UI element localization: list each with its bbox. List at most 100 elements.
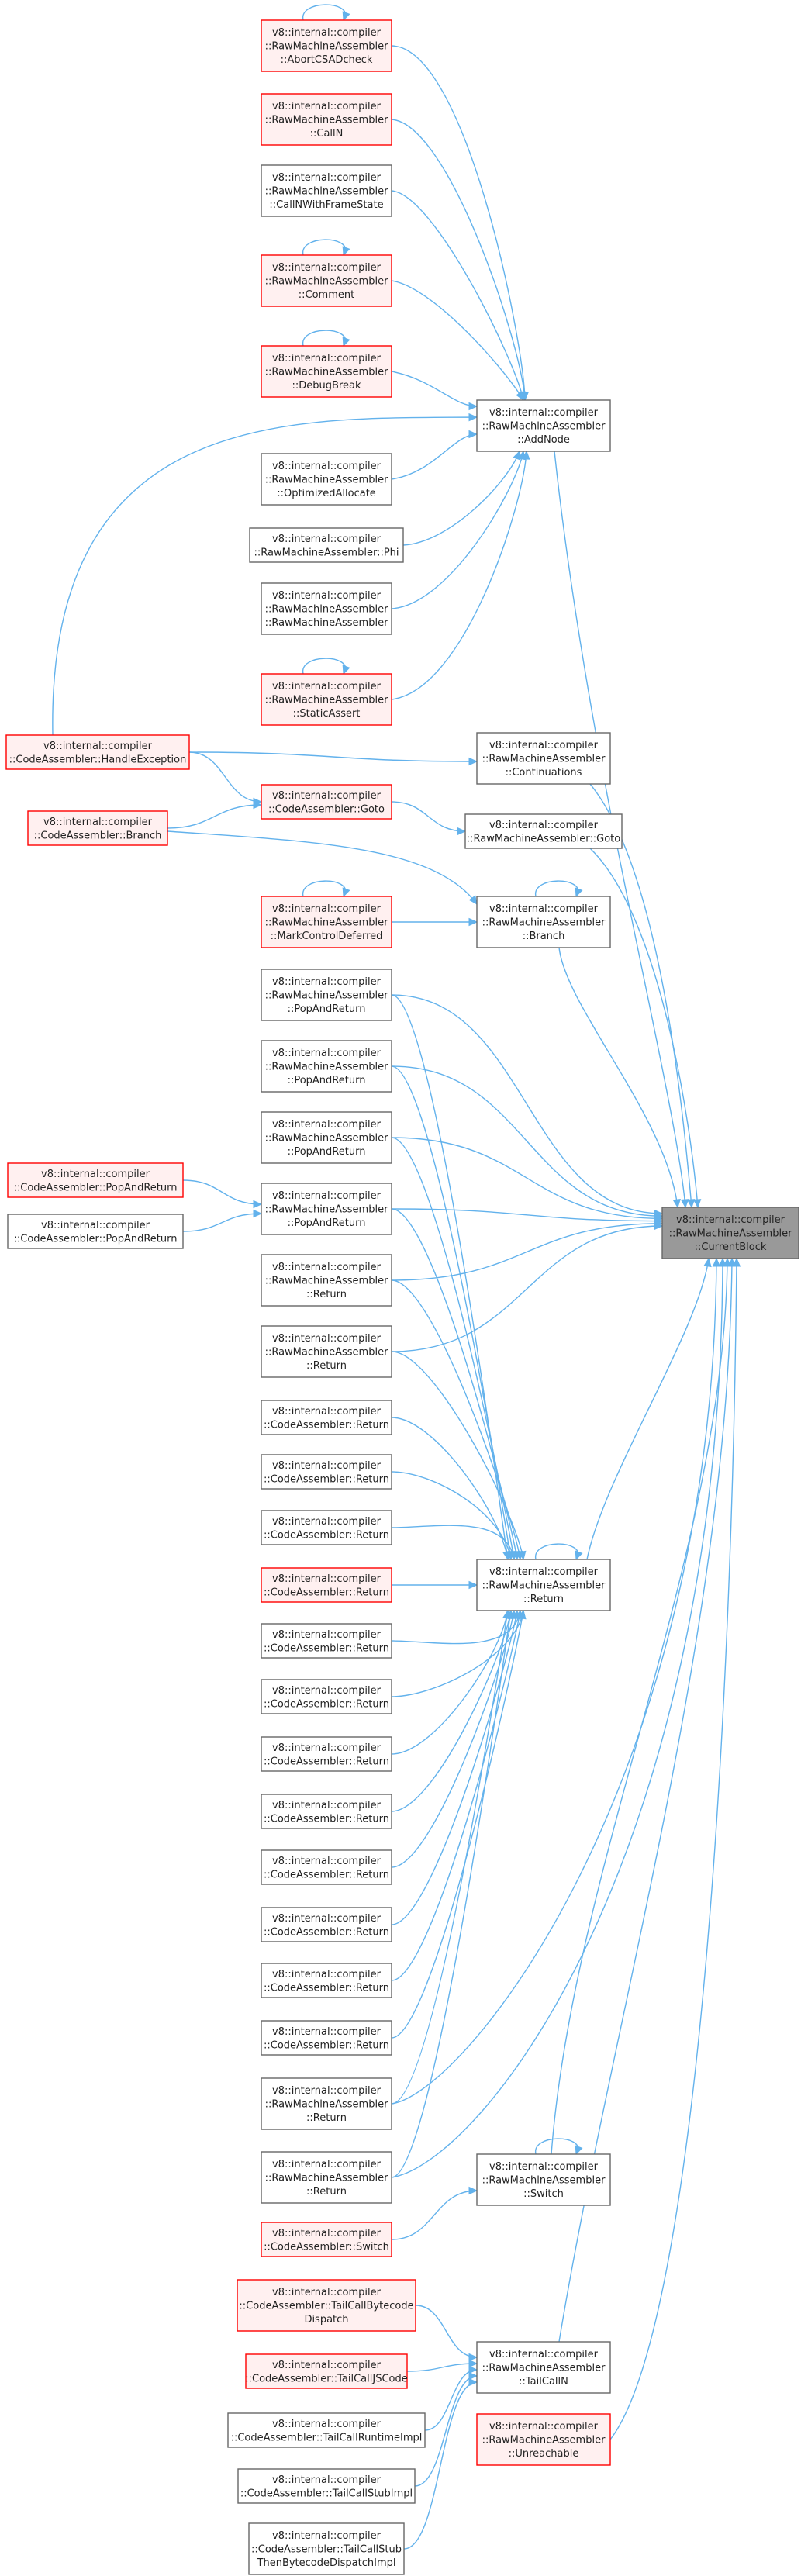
node-rret3[interactable]: v8::internal::compiler::RawMachineAssemb…	[261, 2077, 392, 2130]
node-label-line: v8::internal::compiler	[272, 1913, 382, 1925]
node-tcbd[interactable]: v8::internal::compiler::CodeAssembler::T…	[237, 2279, 416, 2332]
node-caret12[interactable]: v8::internal::compiler::CodeAssembler::R…	[261, 2020, 392, 2056]
node-label-line: v8::internal::compiler	[272, 353, 382, 364]
edge-par4-to-rmareturn-line	[391, 1208, 518, 1560]
node-caret8[interactable]: v8::internal::compiler::CodeAssembler::R…	[261, 1794, 392, 1829]
edge-par4-to-root-line	[391, 1208, 663, 1222]
node-tcstub[interactable]: v8::internal::compiler::CodeAssembler::T…	[237, 2468, 416, 2504]
node-label-line: ::RawMachineAssembler	[482, 917, 606, 929]
node-label-line: v8::internal::compiler	[43, 817, 153, 828]
node-label-line: ::CodeAssembler::Return	[264, 2039, 389, 2051]
node-label-line: v8::internal::compiler	[272, 1800, 382, 1811]
edge-caret3-to-rmareturn	[391, 1525, 517, 1561]
edge-caret4-to-rmareturn-arrowhead	[468, 1580, 478, 1590]
node-par2[interactable]: v8::internal::compiler::RawMachineAssemb…	[261, 1040, 392, 1093]
node-caret3[interactable]: v8::internal::compiler::CodeAssembler::R…	[261, 1510, 392, 1545]
node-caswitch[interactable]: v8::internal::compiler::CodeAssembler::S…	[261, 2222, 392, 2257]
node-caret1[interactable]: v8::internal::compiler::CodeAssembler::R…	[261, 1400, 392, 1435]
edge-rret2-to-rmareturn	[391, 1351, 527, 1561]
node-continuations[interactable]: v8::internal::compiler::RawMachineAssemb…	[476, 732, 611, 785]
node-markctrl[interactable]: v8::internal::compiler::RawMachineAssemb…	[261, 896, 392, 948]
node-tcstubtbd[interactable]: v8::internal::compiler::CodeAssembler::T…	[248, 2522, 405, 2575]
node-label-line: ::AbortCSADcheck	[281, 54, 373, 66]
node-debugbreak[interactable]: v8::internal::compiler::RawMachineAssemb…	[261, 345, 392, 398]
node-label-line: ::CodeAssembler::Return	[264, 1756, 389, 1767]
edge-handleexc-to-addnode	[52, 413, 478, 736]
edge-par3-to-root-line	[391, 1137, 663, 1220]
node-callnwfs[interactable]: v8::internal::compiler::RawMachineAssemb…	[261, 164, 392, 217]
edge-tcstub-to-tailcalln-line	[414, 2375, 478, 2487]
edge-rmaswitch-self-loop	[535, 2138, 583, 2156]
node-label-line: ::RawMachineAssembler	[265, 367, 388, 378]
node-caret2[interactable]: v8::internal::compiler::CodeAssembler::R…	[261, 1454, 392, 1490]
node-label-line: v8::internal::compiler	[272, 590, 382, 602]
node-par1[interactable]: v8::internal::compiler::RawMachineAssemb…	[261, 969, 392, 1021]
node-box	[261, 2020, 392, 2056]
node-caret10[interactable]: v8::internal::compiler::CodeAssembler::R…	[261, 1907, 392, 1942]
node-cabranch[interactable]: v8::internal::compiler::CodeAssembler::B…	[27, 810, 168, 846]
node-box	[476, 2153, 611, 2206]
node-label-line: ::RawMachineAssembler	[265, 1204, 388, 1216]
node-handleexc[interactable]: v8::internal::compiler::CodeAssembler::H…	[5, 734, 190, 770]
node-capar1[interactable]: v8::internal::compiler::CodeAssembler::P…	[7, 1162, 184, 1198]
node-rmactor[interactable]: v8::internal::compiler::RawMachineAssemb…	[261, 582, 392, 635]
node-rmagoto[interactable]: v8::internal::compiler::RawMachineAssemb…	[464, 813, 623, 849]
node-label-line: ::RawMachineAssembler	[265, 1062, 388, 1073]
node-box	[237, 2279, 416, 2332]
node-staticassert[interactable]: v8::internal::compiler::RawMachineAssemb…	[261, 673, 392, 726]
node-rret1[interactable]: v8::internal::compiler::RawMachineAssemb…	[261, 1254, 392, 1307]
node-rret2[interactable]: v8::internal::compiler::RawMachineAssemb…	[261, 1325, 392, 1378]
edge-rmareturn-self-loop-arrowhead	[575, 1550, 583, 1561]
node-cagoto[interactable]: v8::internal::compiler::CodeAssembler::G…	[261, 784, 392, 820]
edge-tcstubtbd-to-tailcalln-line	[403, 2381, 478, 2550]
edge-tcbd-to-tailcalln-arrowhead	[468, 2353, 478, 2362]
node-label-line: ::Return	[306, 2186, 347, 2198]
edge-debugbreak-to-addnode-arrowhead	[468, 402, 478, 411]
node-caret6[interactable]: v8::internal::compiler::CodeAssembler::R…	[261, 1679, 392, 1714]
node-label-line: v8::internal::compiler	[676, 1214, 785, 1226]
node-par4[interactable]: v8::internal::compiler::RawMachineAssemb…	[261, 1183, 392, 1235]
node-abort[interactable]: v8::internal::compiler::RawMachineAssemb…	[261, 19, 392, 72]
edge-comment-self-loop	[302, 239, 350, 257]
node-tailcalln[interactable]: v8::internal::compiler::RawMachineAssemb…	[476, 2341, 611, 2394]
node-rmabranch[interactable]: v8::internal::compiler::RawMachineAssemb…	[476, 896, 611, 948]
edge-rmaswitch-self-loop-line	[535, 2138, 579, 2155]
node-label-line: ::CodeAssembler::TailCallJSCode	[245, 2373, 408, 2384]
node-label-line: ::Switch	[523, 2188, 564, 2200]
node-optalloc[interactable]: v8::internal::compiler::RawMachineAssemb…	[261, 453, 392, 506]
node-rmaswitch[interactable]: v8::internal::compiler::RawMachineAssemb…	[476, 2153, 611, 2206]
node-tcrt[interactable]: v8::internal::compiler::CodeAssembler::T…	[227, 2412, 426, 2448]
node-unreachable[interactable]: v8::internal::compiler::RawMachineAssemb…	[476, 2413, 611, 2466]
node-caret7[interactable]: v8::internal::compiler::CodeAssembler::R…	[261, 1736, 392, 1772]
node-box	[464, 813, 623, 849]
node-capar2[interactable]: v8::internal::compiler::CodeAssembler::P…	[7, 1214, 184, 1249]
node-label-line: ::RawMachineAssembler	[482, 421, 606, 433]
node-root[interactable]: v8::internal::compiler::RawMachineAssemb…	[661, 1207, 799, 1259]
node-label-line: ::RawMachineAssembler::Phi	[254, 547, 399, 558]
node-par3[interactable]: v8::internal::compiler::RawMachineAssemb…	[261, 1111, 392, 1164]
node-caret11[interactable]: v8::internal::compiler::CodeAssembler::R…	[261, 1963, 392, 1998]
edge-caswitch-to-rmaswitch-arrowhead	[468, 2186, 478, 2195]
node-label-line: ::CodeAssembler::HandleException	[9, 754, 187, 765]
node-label-line: v8::internal::compiler	[272, 1969, 382, 1980]
edge-debugbreak-to-addnode-line	[391, 371, 478, 407]
node-caret9[interactable]: v8::internal::compiler::CodeAssembler::R…	[261, 1849, 392, 1885]
edge-cagoto-to-rmagoto-line	[391, 801, 466, 832]
node-box	[7, 1214, 184, 1249]
edge-capar1-to-par4-line	[182, 1179, 262, 1205]
node-label-line: ::CodeAssembler::TailCallRuntimeImpl	[231, 2432, 423, 2443]
node-label-line: v8::internal::compiler	[272, 1333, 382, 1345]
node-caret4[interactable]: v8::internal::compiler::CodeAssembler::R…	[261, 1567, 392, 1603]
node-comment[interactable]: v8::internal::compiler::RawMachineAssemb…	[261, 254, 392, 307]
node-rmareturn[interactable]: v8::internal::compiler::RawMachineAssemb…	[476, 1559, 611, 1611]
node-phi[interactable]: v8::internal::compiler::RawMachineAssemb…	[249, 527, 404, 563]
node-caret5[interactable]: v8::internal::compiler::CodeAssembler::R…	[261, 1623, 392, 1659]
node-addnode[interactable]: v8::internal::compiler::RawMachineAssemb…	[476, 399, 611, 452]
edge-caswitch-to-rmaswitch-line	[391, 2190, 478, 2240]
node-tcjs[interactable]: v8::internal::compiler::CodeAssembler::T…	[245, 2353, 408, 2389]
edge-caret12-to-rmareturn-line	[391, 1610, 524, 2039]
node-rret4[interactable]: v8::internal::compiler::RawMachineAssemb…	[261, 2151, 392, 2204]
edge-cagoto-to-rmagoto-arrowhead	[457, 827, 467, 836]
node-calln[interactable]: v8::internal::compiler::RawMachineAssemb…	[261, 93, 392, 146]
edge-phi-to-addnode	[402, 450, 521, 546]
